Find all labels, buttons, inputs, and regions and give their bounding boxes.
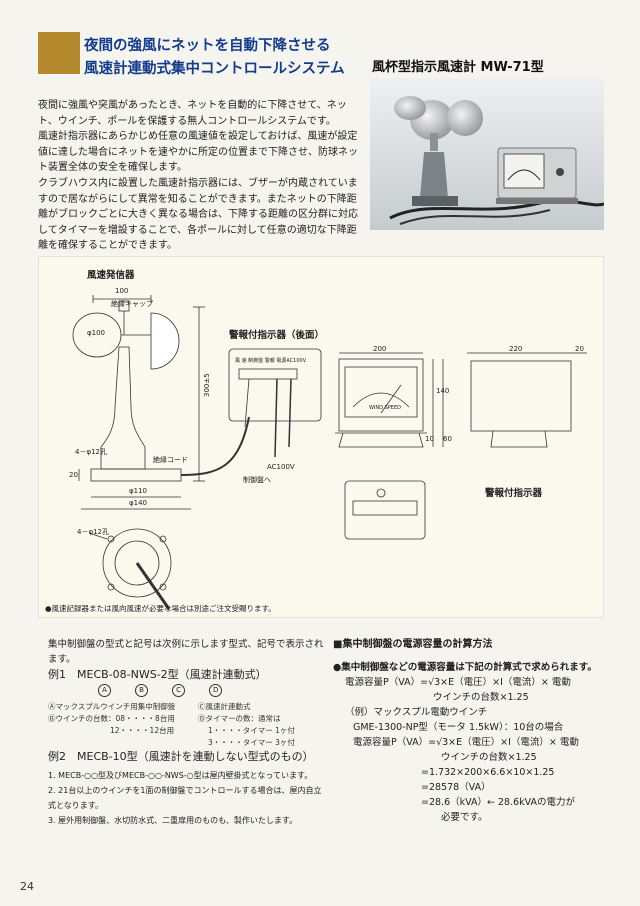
intro-paragraph-3: クラブハウス内に設置した風速計指示器には、ブザーが内蔵されていますので居ながらに…: [38, 177, 358, 252]
header-title-line2: 風速計連動式集中コントロールシステム: [84, 61, 345, 77]
calc-example-model: GME-1300-NP型（モータ 1.5kW）：10台の場合: [353, 722, 564, 733]
symbol-d2: 1・・・・タイマー 1ヶ付: [208, 726, 295, 735]
holes-label-1: 4－φ12孔: [75, 448, 107, 456]
header-accent-square: [38, 32, 80, 74]
intro-text: 夜間に強風や突風があったとき、ネットを自動的に下降させて、ネット、ウインチ、ポー…: [38, 98, 364, 254]
symbol-legend: Ⓐマックスプルウインチ用集中制御盤 Ⓑウインチの台数：08・・・・8台用 12・…: [48, 701, 328, 749]
dim-h10: 10: [425, 435, 434, 443]
dim-phi100: φ100: [87, 329, 105, 337]
dim-w220: 220: [509, 345, 523, 353]
calc-line-1: 電源容量P（VA）=√3×E（電圧）×I（電流）× 電動: [353, 737, 579, 748]
power-calc-section: ■集中制御盤の電源容量の計算方法 ●集中制御盤などの電源容量は下記の計算式で求め…: [333, 637, 603, 825]
holes-label-2: 4－φ12孔: [77, 528, 109, 536]
power-calc-subheading: ●集中制御盤などの電源容量は下記の計算式で求められます。: [333, 662, 597, 673]
ac100v-label: AC100V: [267, 463, 295, 471]
circle-d: D: [209, 684, 223, 697]
example2-heading: 例2 MECB-10型（風速計を連動しない型式のもの）: [48, 750, 314, 763]
product-title: 風杯型指示風速計 MW-71型: [372, 60, 544, 75]
symbol-d: Ⓓタイマーの数：通常は: [198, 714, 281, 723]
example1-heading: 例1 MECB-08-NWS-2型（風速計連動式）: [48, 668, 267, 681]
symbol-c: Ⓒ風速計連動式: [198, 702, 251, 711]
intro-paragraph-1: 夜間に強風や突風があったとき、ネットを自動的に下降させて、ネット、ウインチ、ポー…: [38, 100, 347, 127]
symbol-d3: 3・・・・タイマー 3ヶ付: [208, 738, 295, 747]
transmitter-label: 風速発信器: [87, 270, 135, 281]
product-photo: [370, 78, 604, 230]
header-title-line1: 夜間の強風にネットを自動下降させる: [84, 38, 331, 54]
meter-face-text: WIND SPEED: [369, 405, 401, 411]
dim-h140: 140: [436, 387, 450, 395]
circle-a: A: [98, 684, 111, 697]
dim-100-top: 100: [115, 287, 129, 295]
formula-line-2: ウインチの台数×1.25: [433, 692, 529, 703]
calc-line-2: ウインチの台数×1.25: [441, 752, 537, 763]
model-code-section: 集中制御盤の型式と記号は次例に示します型式、記号で表示されます。 例1 MECB…: [48, 637, 328, 828]
calc-line-4: =28578（VA）: [421, 782, 491, 793]
formula-line-1: 電源容量P（VA）=√3×E（電圧）×I（電流）× 電動: [345, 677, 571, 688]
dim-h60: 60: [443, 435, 452, 443]
dimension-figure: 風速発信器 100 絶縁キャップ φ100 300±5 絶縁コード 4－φ12孔…: [38, 256, 604, 618]
calc-example-label: （例）マックスプル電動ウインチ: [345, 707, 488, 718]
dim-phi110: φ110: [129, 487, 147, 495]
insulation-cap-label: 絶縁キャップ: [111, 300, 153, 308]
model-note-1: 1. MECB-○○型及びMECB-○○-NWS-○型は屋内壁掛式となっています…: [48, 771, 313, 780]
dim-h300: 300±5: [203, 373, 211, 397]
example1-circles: A B C D: [98, 682, 328, 697]
dim-w20: 20: [575, 345, 584, 353]
calc-line-6: 必要です。: [441, 812, 488, 823]
symbol-b: Ⓑウインチの台数：08・・・・8台用: [48, 714, 175, 723]
warning-label: 警報付指示器: [485, 488, 543, 499]
model-notes: 1. MECB-○○型及びMECB-○○-NWS-○型は屋内壁掛式となっています…: [48, 768, 328, 828]
model-note-3: 3. 屋外用制御盤、水切防水式、二重扉用のものも、製作いたします。: [48, 816, 298, 825]
to-panel-label: 制御盤へ: [243, 476, 271, 484]
power-calc-heading: ■集中制御盤の電源容量の計算方法: [333, 639, 493, 650]
model-note-2: 2. 21台以上のウインチを1面の制御盤でコントロールする場合は、屋内自立式とな…: [48, 786, 322, 810]
calc-line-5: =28.6（kVA）← 28.6kVAの電力が: [421, 797, 576, 808]
dim-h20: 20: [69, 471, 78, 479]
terminal-label: 風 速 制御盤 警報 電源AC100V: [235, 358, 307, 364]
warning-rear-label: 警報付指示器（後面）: [229, 330, 325, 341]
circle-b: B: [135, 684, 149, 697]
model-code-intro: 集中制御盤の型式と記号は次例に示します型式、記号で表示されます。: [48, 639, 324, 665]
circle-c: C: [172, 684, 186, 697]
dim-phi140: φ140: [129, 499, 147, 507]
symbol-b2: 12・・・・12台用: [110, 726, 175, 735]
calc-line-3: =1.732×200×6.6×10×1.25: [421, 767, 555, 778]
symbol-a: Ⓐマックスプルウインチ用集中制御盤: [48, 702, 176, 711]
intro-paragraph-2: 風速計指示器にあらかじめ任意の風速値を設定しておけば、風速が設定値に達した場合に…: [38, 131, 358, 174]
insulation-cord-label: 絶縁コード: [153, 456, 188, 464]
figure-note: ●風速記録器または風向風速が必要な場合は別途ご注文受賜ります。: [45, 604, 276, 613]
page-number: 24: [20, 880, 34, 893]
dim-w200: 200: [373, 345, 387, 353]
